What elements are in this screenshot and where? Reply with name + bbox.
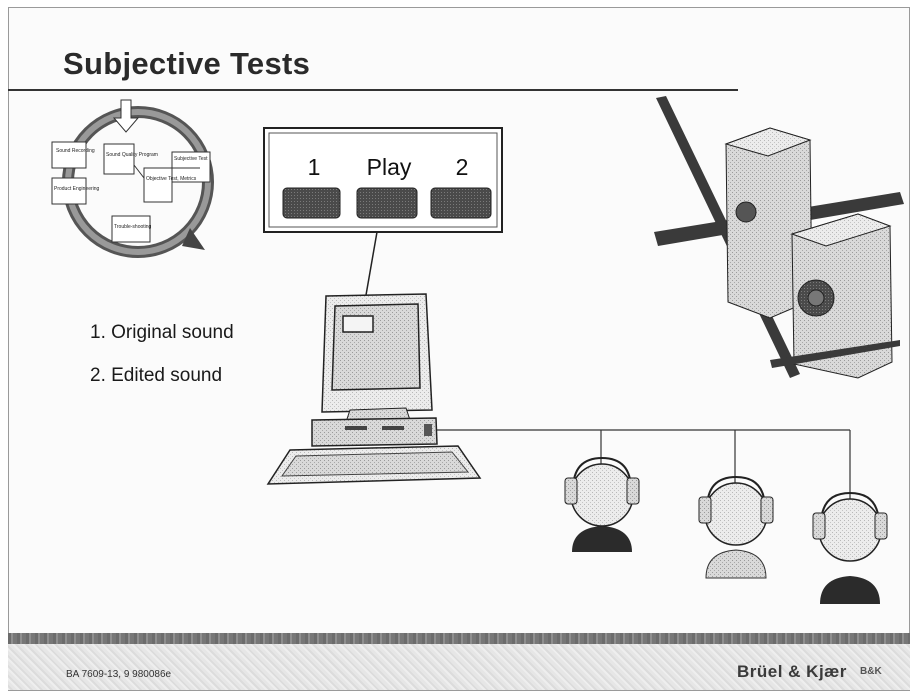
- listener-body: [572, 526, 632, 552]
- footer-strip: [8, 644, 910, 690]
- process-box: Trouble-shooting: [111, 215, 152, 243]
- play-button-1[interactable]: [282, 187, 341, 219]
- listener-head: [818, 498, 882, 562]
- play-button[interactable]: [356, 187, 418, 219]
- slide-title: Subjective Tests: [63, 46, 311, 81]
- disk-drive: [345, 426, 367, 430]
- screen-window: [342, 315, 374, 333]
- speaker-stand-beam: [770, 340, 900, 368]
- process-box: Sound Recording: [51, 141, 95, 169]
- play-panel-inner-frame: [268, 132, 498, 228]
- listener-2: [698, 475, 774, 579]
- svg-text:Trouble-shooting: Trouble-shooting: [114, 224, 152, 230]
- process-diagram: Sound Recording Sound Quality Program Su…: [51, 99, 214, 258]
- footer-bar: [8, 633, 910, 644]
- brand-logo-text: Brüel & Kjær: [737, 662, 847, 681]
- listener-head: [570, 463, 634, 527]
- play-label-1: 1: [307, 154, 321, 180]
- headphone-cup: [626, 477, 640, 505]
- play-button-2[interactable]: [430, 187, 492, 219]
- svg-text:Objective Test, Metrics: Objective Test, Metrics: [146, 176, 197, 182]
- process-box: Product Engineering: [51, 177, 100, 205]
- listener-1: [564, 456, 640, 552]
- process-box: Objective Test, Metrics: [143, 167, 197, 203]
- process-box: Sound Quality Program: [103, 143, 158, 175]
- process-down-arrow: [112, 99, 140, 133]
- headphone-cup: [564, 477, 578, 505]
- title-rule: [8, 89, 738, 91]
- speaker-top: [790, 213, 892, 247]
- headphone-cup: [698, 496, 712, 524]
- listener-body: [820, 576, 880, 604]
- process-box: Subjective Test: [171, 151, 211, 183]
- speaker-top: [724, 127, 812, 157]
- footer-document-code: BA 7609-13, 9 980086e: [66, 669, 172, 680]
- headphone-band: [820, 491, 880, 526]
- headphone-cup: [760, 496, 774, 524]
- listener-body: [705, 549, 767, 579]
- svg-text:Sound Recording: Sound Recording: [56, 148, 95, 154]
- speaker-driver-cone: [807, 289, 825, 307]
- headphone-band: [572, 456, 632, 491]
- power-switch: [424, 424, 432, 436]
- process-connector: [133, 164, 145, 179]
- list-item-edited-sound: 2. Edited sound: [90, 365, 223, 386]
- svg-text:Product Engineering: Product Engineering: [54, 186, 100, 192]
- headphone-band: [706, 475, 766, 510]
- speaker-driver: [735, 201, 757, 223]
- computer: [266, 293, 851, 500]
- headphone-cup: [812, 512, 826, 540]
- headphone-cup: [874, 512, 888, 540]
- brand-mark-icon: B&K: [860, 666, 882, 677]
- system-unit: [311, 417, 438, 447]
- svg-text:Subjective Test: Subjective Test: [174, 156, 208, 162]
- speakers: [654, 96, 904, 379]
- svg-text:Sound Quality Program: Sound Quality Program: [106, 152, 158, 158]
- process-arrowhead: [182, 228, 205, 250]
- listener-3: [812, 491, 888, 604]
- list-item-original-sound: 1. Original sound: [90, 322, 234, 343]
- play-label: Play: [366, 154, 412, 180]
- play-label-2: 2: [455, 154, 469, 180]
- disk-drive: [382, 426, 404, 430]
- keyboard-keys: [281, 451, 470, 477]
- listener-head: [704, 482, 768, 546]
- play-panel: [263, 127, 503, 319]
